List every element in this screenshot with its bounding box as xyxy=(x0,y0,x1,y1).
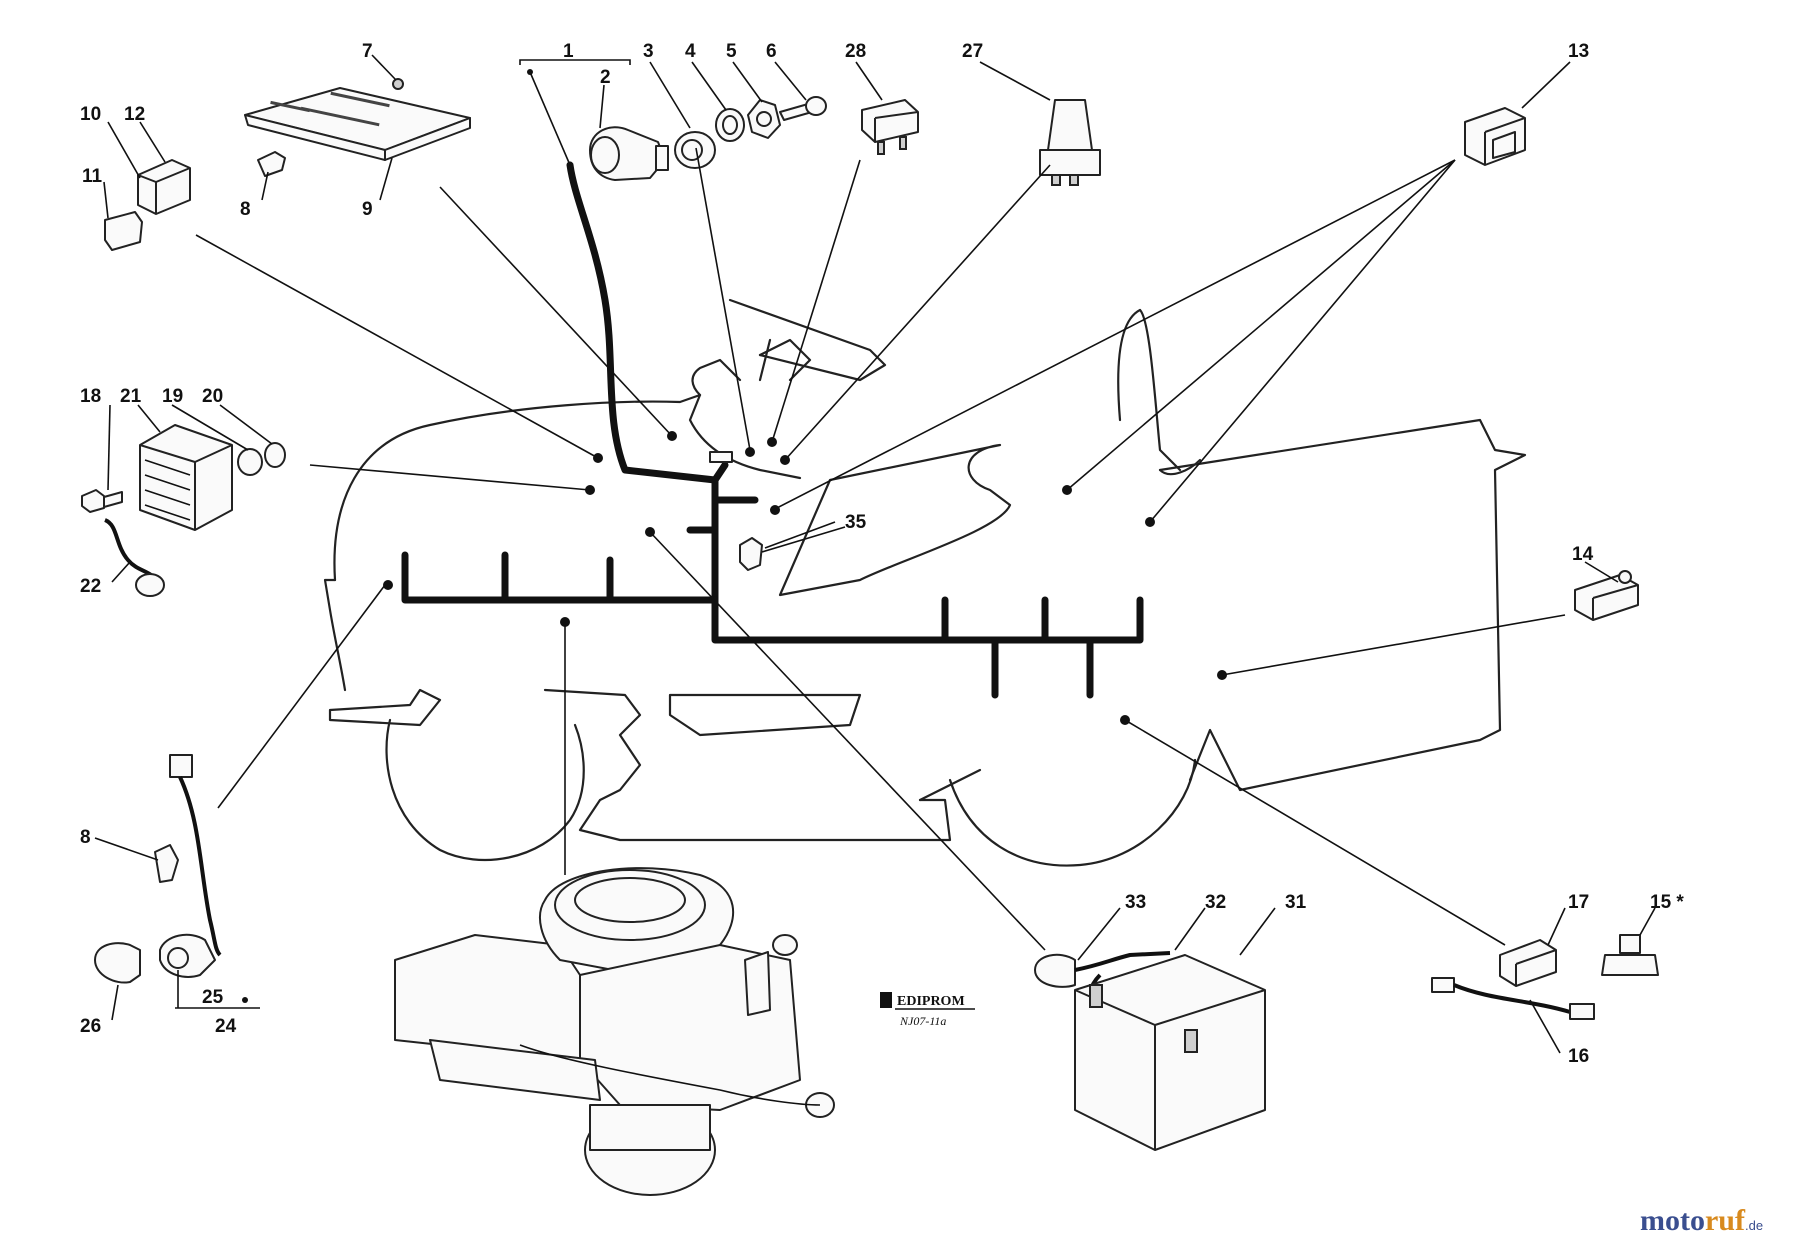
stamp-brand: EDIPROM xyxy=(897,994,965,1009)
grommet-part-20 xyxy=(264,442,286,468)
ground-cable-part xyxy=(103,518,165,597)
label-3: 3 xyxy=(643,41,654,62)
key-part xyxy=(779,96,827,121)
label-31: 31 xyxy=(1285,892,1307,913)
part-numbers: 1 2 3 4 5 6 7 8 9 10 12 11 28 27 13 18 2… xyxy=(80,41,1684,1067)
label-20: 20 xyxy=(202,386,223,407)
label-13: 13 xyxy=(1568,41,1589,62)
voltage-regulator-part xyxy=(139,424,233,531)
bolt-part xyxy=(81,489,123,513)
label-7: 7 xyxy=(362,41,373,62)
micro-switch-part-17 xyxy=(1499,939,1557,987)
label-8-top: 8 xyxy=(240,199,251,220)
battery-part xyxy=(1074,954,1266,1151)
rocker-switch-part xyxy=(861,99,919,155)
svg-text:motoruf.de: motoruf.de xyxy=(1640,1204,1763,1237)
clip-part xyxy=(257,151,286,177)
nut-part xyxy=(747,99,781,139)
label-14: 14 xyxy=(1572,544,1594,565)
publisher-stamp: EDIPROM NJ07-11a xyxy=(880,992,975,1028)
screw-part xyxy=(392,78,404,90)
label-27: 27 xyxy=(962,41,983,62)
attachment-dots xyxy=(242,69,1227,1003)
harness-connector xyxy=(709,451,733,463)
leader-lines xyxy=(195,147,1566,951)
label-17: 17 xyxy=(1568,892,1589,913)
relay-part xyxy=(137,159,191,215)
circuit-board-part xyxy=(244,87,471,161)
label-6: 6 xyxy=(766,41,777,62)
label-12: 12 xyxy=(124,104,145,125)
label-35: 35 xyxy=(845,512,867,533)
watermark-part1: moto xyxy=(1640,1204,1705,1237)
engine-part xyxy=(394,867,835,1196)
ignition-switch-part xyxy=(589,126,669,181)
label-2: 2 xyxy=(600,67,611,88)
label-5: 5 xyxy=(726,41,737,62)
switch-part-13 xyxy=(1464,107,1526,166)
label-33: 33 xyxy=(1125,892,1146,913)
label-21: 21 xyxy=(120,386,142,407)
wiring-harness xyxy=(401,161,1144,699)
label-24: 24 xyxy=(215,1016,237,1037)
label-11: 11 xyxy=(82,166,103,187)
label-15: 15 * xyxy=(1650,892,1684,913)
tractor-outline xyxy=(323,298,1527,867)
grommet-part-19 xyxy=(237,448,263,476)
label-16: 16 xyxy=(1568,1046,1589,1067)
label-19: 19 xyxy=(162,386,183,407)
watermark-part2: ruf xyxy=(1705,1204,1746,1237)
sleeve-part xyxy=(674,131,716,169)
clip-part-lower xyxy=(154,844,179,883)
micro-switch-part-14 xyxy=(1574,570,1639,621)
label-28: 28 xyxy=(845,41,866,62)
label-26: 26 xyxy=(80,1016,101,1037)
stamp-code: NJ07-11a xyxy=(899,1014,946,1028)
headlight-cable-part xyxy=(169,754,222,957)
watermark-logo: motoruf.de xyxy=(1640,1204,1763,1237)
fuse-holder-part xyxy=(104,211,143,251)
label-32: 32 xyxy=(1205,892,1226,913)
watermark-suffix: .de xyxy=(1745,1218,1763,1233)
callout-leaders xyxy=(94,54,1656,1054)
ring-part xyxy=(715,108,745,142)
label-1: 1 xyxy=(563,41,574,62)
cable-part-16 xyxy=(1431,977,1595,1020)
label-25: 25 xyxy=(202,987,224,1008)
label-18: 18 xyxy=(80,386,101,407)
lamp-socket-part xyxy=(159,933,216,978)
parts xyxy=(81,78,1659,1196)
label-9: 9 xyxy=(362,199,373,220)
label-8-bottom: 8 xyxy=(80,827,91,848)
bulb-part xyxy=(94,942,141,984)
label-4: 4 xyxy=(685,41,696,62)
label-10: 10 xyxy=(80,104,101,125)
throttle-knob-part xyxy=(1039,99,1101,186)
label-22: 22 xyxy=(80,576,101,597)
pressure-sensor-part xyxy=(1601,934,1659,976)
clip-part-35 xyxy=(739,537,763,571)
